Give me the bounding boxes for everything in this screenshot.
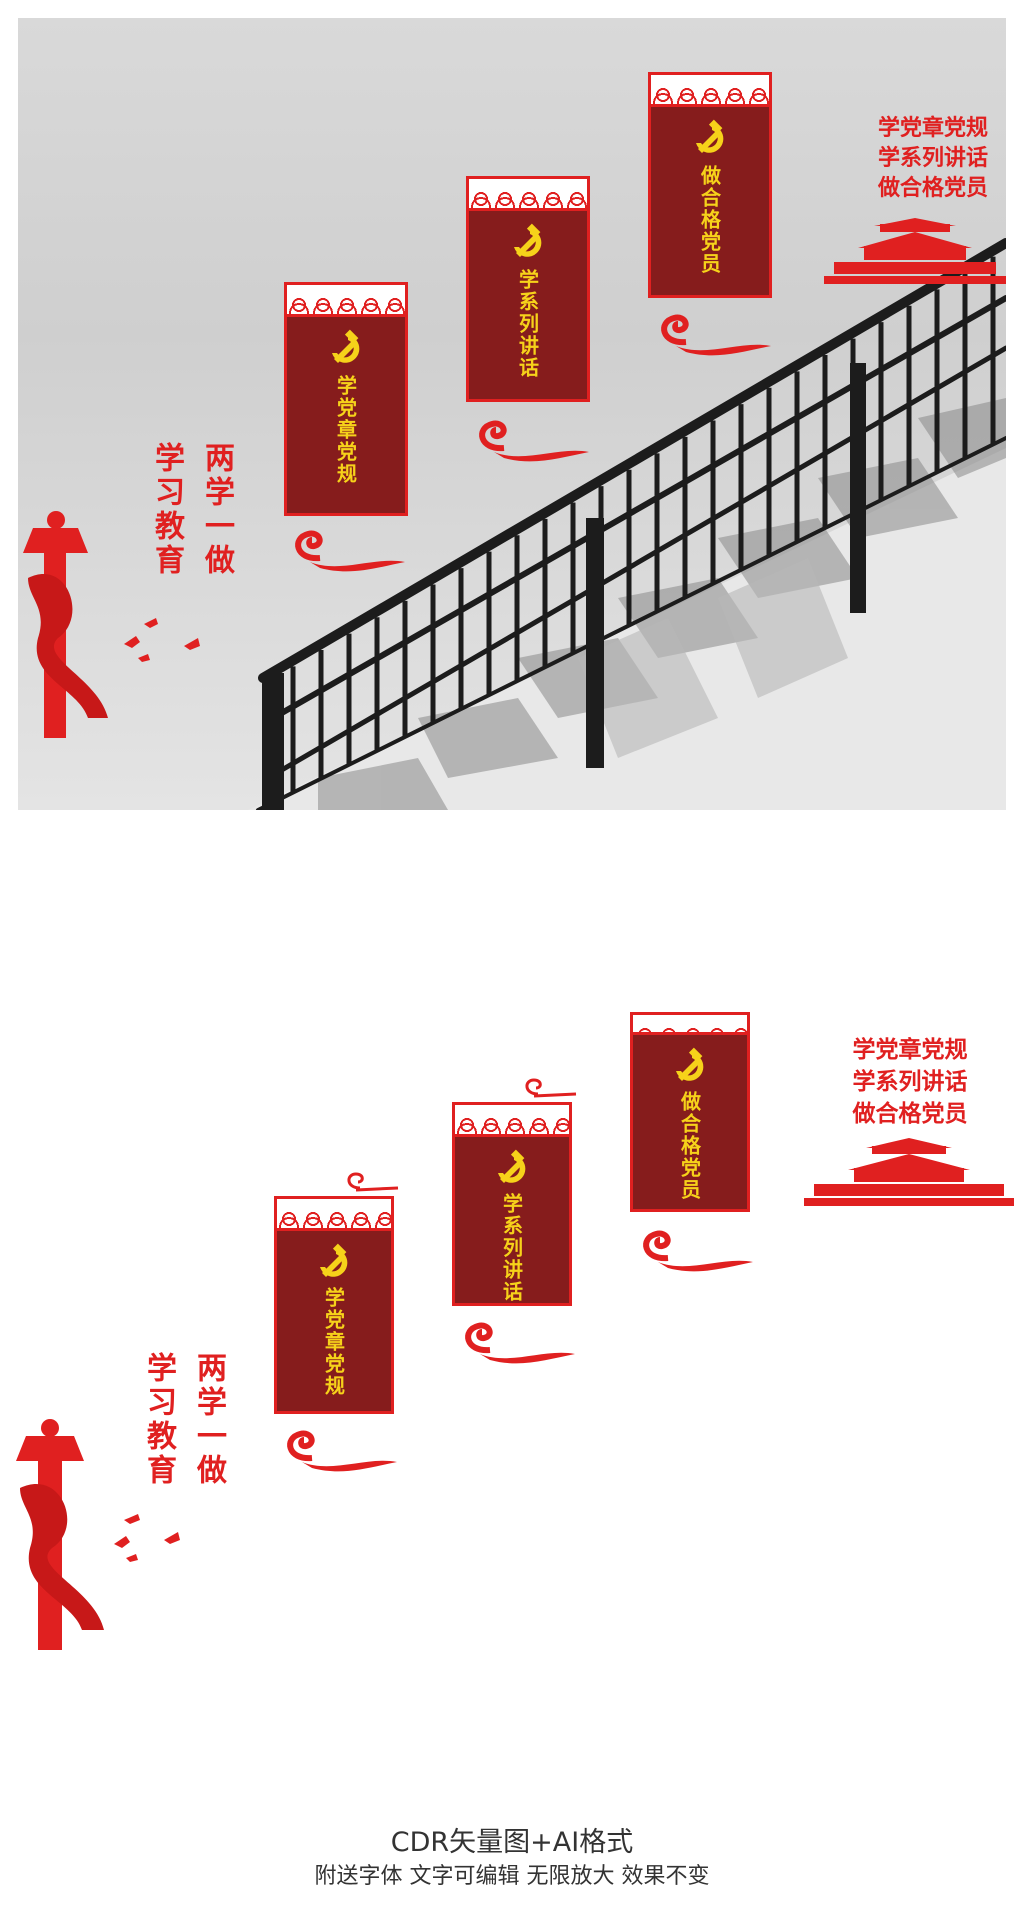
lattice-header	[452, 1102, 572, 1134]
tiananmen-icon	[824, 218, 1006, 284]
party-emblem-icon	[320, 1243, 348, 1277]
banner-3: 做合格党员	[630, 1012, 750, 1212]
slogan-line: 学党章党规	[852, 1037, 968, 1063]
slogan-line: 学系列讲话	[877, 146, 988, 171]
lattice-header	[648, 72, 772, 104]
cloud-scroll-icon	[287, 1430, 397, 1472]
cloud-scroll-icon	[465, 1322, 575, 1364]
huabiao-pillar-icon	[16, 1419, 104, 1650]
slogan-block: 学党章党规 学系列讲话 做合格党员	[860, 114, 1006, 204]
party-emblem-icon	[332, 329, 360, 363]
cloud-curl-icon	[347, 1172, 399, 1192]
banner-text: 做合格党员	[697, 165, 722, 275]
lattice-header	[466, 176, 590, 208]
dove-icon	[124, 618, 200, 662]
party-emblem-icon	[498, 1149, 526, 1183]
banner-1: 学党章党规	[284, 282, 408, 516]
banner-panel: 做合格党员	[648, 104, 772, 298]
side-title-col-left: 学习教育	[141, 1352, 176, 1488]
banner-text: 学党章党规	[333, 375, 358, 485]
cloud-scroll-icon	[643, 1230, 753, 1272]
feature-caption: 附送字体 文字可编辑 无限放大 效果不变	[314, 1864, 710, 1889]
banner-text: 学系列讲话	[499, 1193, 524, 1303]
vector-artwork: 学党章党规 学系列讲话	[0, 990, 1024, 1650]
banner-text: 学系列讲话	[515, 269, 540, 379]
slogan-block: 学党章党规 学系列讲话 做合格党员	[830, 1034, 990, 1130]
banner-3: 做合格党员	[648, 72, 772, 298]
lattice-header	[630, 1012, 750, 1032]
stairwell-scene: 学党章党规 学系列讲话 做合格党员	[18, 18, 1006, 810]
banner-text: 做合格党员	[677, 1091, 702, 1201]
side-title-col-left: 学习教育	[149, 442, 184, 578]
side-title: 两学一做 学习教育	[136, 1352, 230, 1488]
banner-1: 学党章党规	[274, 1196, 394, 1414]
tiananmen-icon	[804, 1138, 1014, 1206]
staircase-illustration	[248, 238, 1006, 810]
banner-panel: 做合格党员	[630, 1032, 750, 1212]
cloud-scroll-icon	[295, 530, 405, 572]
slogan-line: 学系列讲话	[852, 1069, 968, 1095]
cloud-scroll-icon	[479, 420, 589, 462]
slogan-line: 做合格党员	[877, 176, 988, 201]
banner-panel: 学系列讲话	[452, 1134, 572, 1306]
banner-panel: 学系列讲话	[466, 208, 590, 402]
format-caption: CDR矢量图+AI格式	[390, 1827, 634, 1858]
banner-2: 学系列讲话	[466, 176, 590, 402]
lattice-header	[284, 282, 408, 314]
dove-icon	[114, 1514, 180, 1562]
cloud-scroll-icon	[661, 314, 771, 356]
lattice-header	[274, 1196, 394, 1228]
side-title-col-right: 两学一做	[199, 442, 234, 578]
party-emblem-icon	[696, 119, 724, 153]
banner-text: 学党章党规	[321, 1287, 346, 1397]
banner-panel: 学党章党规	[274, 1228, 394, 1414]
banner-panel: 学党章党规	[284, 314, 408, 516]
side-title: 两学一做 学习教育	[144, 442, 238, 578]
party-emblem-icon	[676, 1047, 704, 1081]
banner-2: 学系列讲话	[452, 1102, 572, 1306]
huabiao-pillar-icon	[23, 511, 108, 738]
party-emblem-icon	[514, 223, 542, 257]
slogan-line: 学党章党规	[877, 116, 988, 141]
cloud-curl-icon	[525, 1078, 577, 1098]
side-title-col-right: 两学一做	[191, 1352, 226, 1488]
slogan-line: 做合格党员	[852, 1101, 968, 1127]
